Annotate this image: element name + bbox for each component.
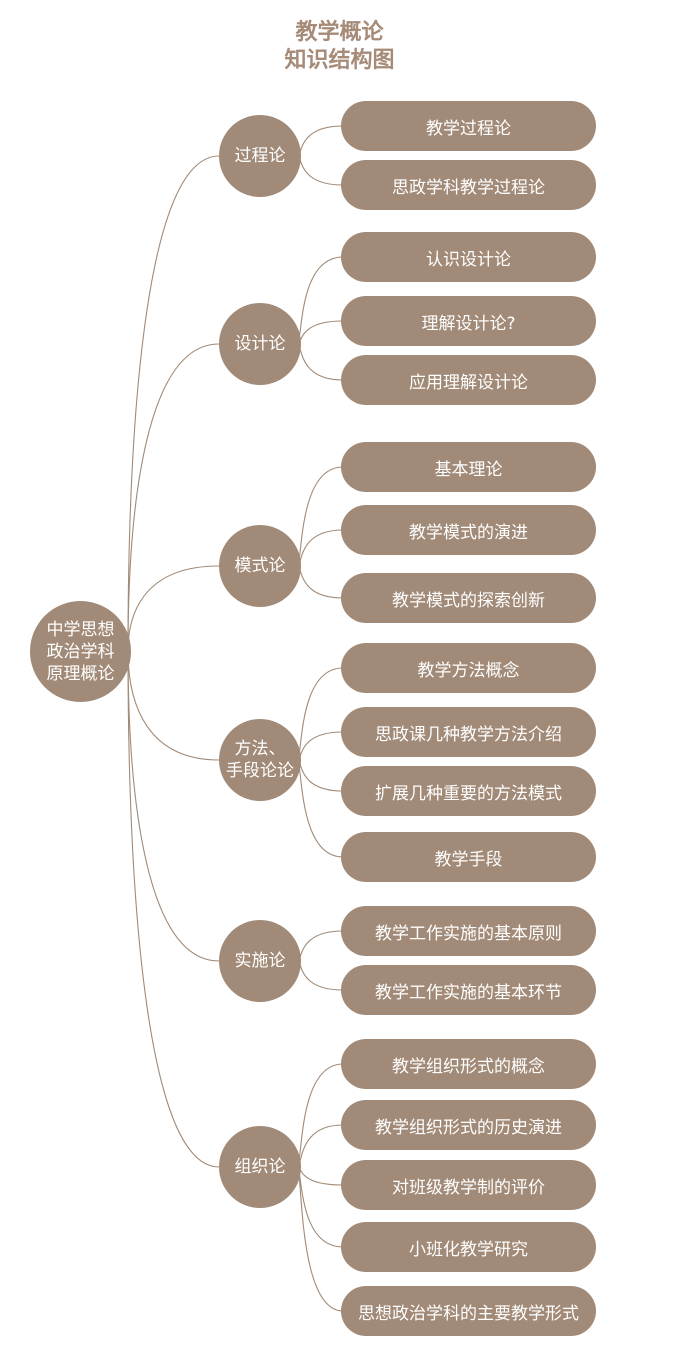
branch-method-to-leaf-3-line	[296, 759, 344, 792]
diagram-title-line1: 教学概论	[295, 20, 384, 45]
branch-method-to-leaf-2-line	[296, 731, 344, 761]
branch-implement-to-leaf-2-line	[296, 960, 344, 991]
branch-node-process[interactable]: 过程论	[219, 115, 301, 197]
root-to-process-line	[127, 155, 220, 652]
root-to-implement-line	[127, 650, 220, 962]
leaf-organize-2[interactable]: 教学组织形式的历史演进	[341, 1100, 596, 1150]
branch-node-model[interactable]: 模式论	[219, 525, 301, 607]
leaf-process-1[interactable]: 教学过程论	[341, 101, 596, 151]
branch-method-to-leaf-4-line	[296, 759, 344, 858]
branch-design-to-leaf-1-line	[296, 256, 344, 345]
branch-design-to-leaf-3-line	[296, 343, 344, 381]
root-to-method-line	[127, 650, 220, 761]
leaf-organize-1[interactable]: 教学组织形式的概念	[341, 1039, 596, 1089]
leaf-method-3[interactable]: 扩展几种重要的方法模式	[341, 766, 596, 816]
branch-organize-to-leaf-4-line	[296, 1166, 344, 1248]
leaf-design-2[interactable]: 理解设计论?	[341, 296, 596, 346]
branch-node-method[interactable]: 方法、 手段论论	[219, 719, 301, 801]
root-to-organize-line	[127, 650, 220, 1168]
leaf-organize-3[interactable]: 对班级教学制的评价	[341, 1160, 596, 1210]
branch-organize-to-leaf-1-line	[296, 1063, 344, 1168]
branch-node-design[interactable]: 设计论	[219, 303, 301, 385]
branch-process-to-leaf-2-line	[296, 155, 344, 186]
diagram-title-line2: 知识结构图	[284, 48, 395, 73]
branch-node-implement[interactable]: 实施论	[219, 920, 301, 1002]
leaf-process-2[interactable]: 思政学科教学过程论	[341, 160, 596, 210]
leaf-design-3[interactable]: 应用理解设计论	[341, 355, 596, 405]
root-to-model-line	[127, 565, 220, 652]
leaf-implement-1[interactable]: 教学工作实施的基本原则	[341, 906, 596, 956]
branch-process-to-leaf-1-line	[296, 125, 344, 157]
leaf-organize-4[interactable]: 小班化教学研究	[341, 1222, 596, 1272]
branch-organize-to-leaf-2-line	[296, 1124, 344, 1168]
branch-implement-to-leaf-1-line	[296, 930, 344, 962]
leaf-model-3[interactable]: 教学模式的探索创新	[341, 573, 596, 623]
leaf-design-1[interactable]: 认识设计论	[341, 232, 596, 282]
leaf-organize-5[interactable]: 思想政治学科的主要教学形式	[341, 1286, 596, 1336]
leaf-method-4[interactable]: 教学手段	[341, 832, 596, 882]
root-to-design-line	[127, 343, 220, 652]
branch-design-to-leaf-2-line	[296, 320, 344, 345]
branch-organize-to-leaf-3-line	[296, 1166, 344, 1186]
root-node[interactable]: 中学思想 政治学科 原理概论	[30, 601, 131, 702]
leaf-method-1[interactable]: 教学方法概念	[341, 643, 596, 693]
leaf-implement-2[interactable]: 教学工作实施的基本环节	[341, 965, 596, 1015]
branch-model-to-leaf-2-line	[296, 529, 344, 567]
branch-organize-to-leaf-5-line	[296, 1166, 344, 1312]
branch-model-to-leaf-3-line	[296, 565, 344, 599]
branch-method-to-leaf-1-line	[296, 667, 344, 761]
leaf-model-1[interactable]: 基本理论	[341, 442, 596, 492]
leaf-model-2[interactable]: 教学模式的演进	[341, 505, 596, 555]
branch-node-organize[interactable]: 组织论	[219, 1126, 301, 1208]
leaf-method-2[interactable]: 思政课几种教学方法介绍	[341, 707, 596, 757]
